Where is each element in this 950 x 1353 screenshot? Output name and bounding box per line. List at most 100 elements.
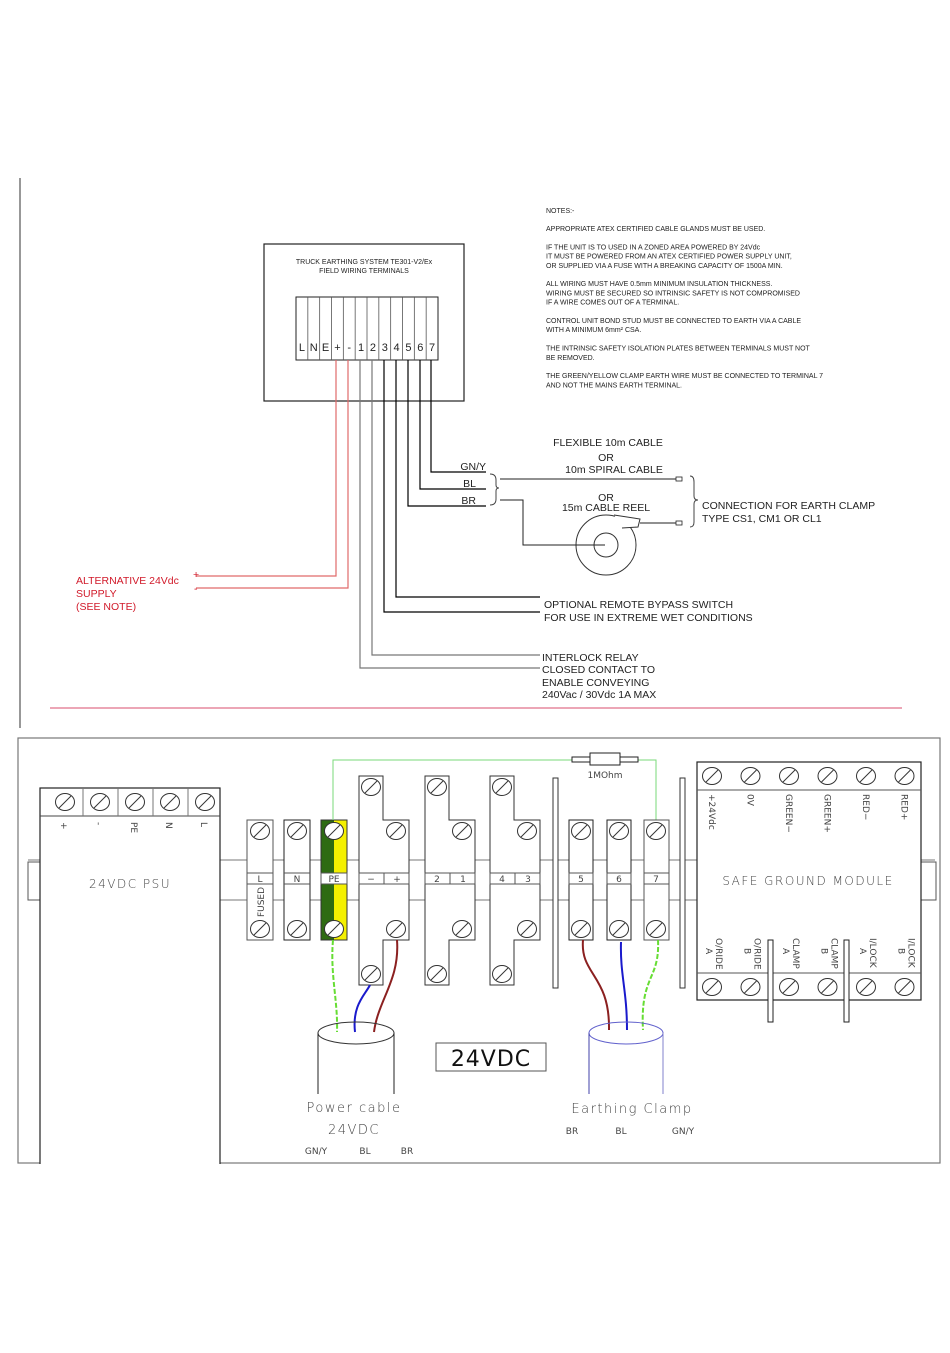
- field-terminal-3: +: [334, 342, 340, 354]
- module-top-label: GREEN+: [822, 794, 832, 833]
- resistor-1mohm: 1MOhm: [571, 752, 639, 781]
- alt-supply-line1: ALTERNATIVE 24Vdc: [76, 575, 179, 587]
- module-bottom-screw: [779, 978, 799, 996]
- clamp-connection-line1: CONNECTION FOR EARTH CLAMP: [702, 500, 875, 512]
- clamp-wire-gny: GN/Y: [672, 1127, 695, 1137]
- field-terminal-0: L: [299, 342, 305, 354]
- terminal-4-label: 4: [499, 875, 505, 885]
- psu-terminal-screw: [160, 793, 180, 811]
- power-cable-wires: [331, 939, 399, 1033]
- psu-terminal-label: L: [198, 822, 208, 827]
- module-top-screw: [702, 767, 722, 785]
- power-cable-label: Power cable: [307, 1101, 402, 1116]
- module-bottom-sublabel: A: [703, 948, 713, 955]
- clamp-connector-1: [675, 476, 683, 482]
- note-line: AND NOT THE MAINS EARTH TERMINAL.: [546, 382, 682, 389]
- cable-option-flexible: FLEXIBLE 10m CABLE: [553, 437, 663, 449]
- module-bottom-sublabel: B: [896, 948, 906, 954]
- module-bottom-screw: [894, 978, 915, 996]
- field-wiring-box: TRUCK EARTHING SYSTEM TE301-V2/Ex FIELD …: [263, 243, 465, 402]
- terminal-pe: PE: [320, 819, 348, 941]
- alt-supply-line3: (SEE NOTE): [76, 601, 136, 613]
- module-bottom-label: O/RIDE: [713, 938, 723, 970]
- terminal-n-label: N: [294, 875, 301, 885]
- cable-option-or-2: OR: [598, 492, 614, 504]
- notes-heading: NOTES:-: [546, 208, 575, 215]
- field-terminal-1: N: [310, 342, 318, 354]
- module-bottom-sublabel: B: [742, 948, 752, 954]
- field-wiring-title: TRUCK EARTHING SYSTEM TE301-V2/Ex: [296, 259, 433, 266]
- terminal-1-label: 1: [460, 875, 466, 885]
- voltage-badge-text: 24VDC: [451, 1047, 531, 1072]
- module-top-label: GREEN−: [783, 794, 793, 833]
- module-top-screw: [817, 767, 838, 785]
- interlock-label-line1: INTERLOCK RELAY: [542, 652, 639, 664]
- field-terminal-5: 1: [358, 342, 364, 354]
- field-terminal-11: 7: [429, 342, 435, 354]
- resistor-label: 1MOhm: [587, 771, 622, 781]
- earthing-clamp-cable-icon: [588, 1021, 664, 1094]
- psu-terminal-label: PE: [128, 822, 138, 833]
- field-wires: [196, 360, 540, 669]
- bypass-label-line1: OPTIONAL REMOTE BYPASS SWITCH: [544, 599, 733, 611]
- module-label: SAFE GROUND MODULE: [722, 874, 893, 888]
- field-terminal-6: 2: [370, 342, 376, 354]
- note-line: IF THE UNIT IS TO USED IN A ZONED AREA P…: [546, 244, 761, 251]
- terminal-l-label: L: [257, 875, 262, 885]
- module-top-screw: [740, 767, 761, 785]
- field-terminal-10: 6: [417, 342, 423, 354]
- power-cable-voltage: 24VDC: [328, 1123, 380, 1138]
- terminal-l-fused: L FUSED: [246, 819, 274, 941]
- terminal-5: 5: [568, 819, 594, 941]
- note-line: IF A WIRE COMES OUT OF A TERMINAL.: [546, 300, 679, 307]
- module-bottom-screw: [702, 978, 722, 996]
- alt-supply-minus: -: [194, 583, 198, 595]
- notes-block: NOTES:- APPROPRIATE ATEX CERTIFIED CABLE…: [546, 208, 823, 389]
- psu-terminal-screw: [195, 793, 215, 811]
- terminal-2-label: 2: [434, 875, 440, 885]
- module-bottom-screw: [856, 978, 876, 996]
- earthing-clamp-wires: [581, 939, 660, 1031]
- psu-label: 24VDC PSU: [89, 877, 171, 891]
- field-terminal-4: -: [347, 342, 351, 354]
- power-cable-wire-br: BR: [401, 1147, 413, 1157]
- psu-unit: + - PE N L 24VDC PSU: [27, 787, 221, 1169]
- psu-terminal-screw: [55, 793, 75, 811]
- field-wiring-subtitle: FIELD WIRING TERMINALS: [319, 268, 409, 275]
- module-bottom-sublabel: A: [780, 948, 790, 955]
- interlock-label-line2: CLOSED CONTACT TO: [542, 664, 655, 676]
- module-bottom-label: CLAMP: [790, 938, 800, 969]
- terminal-pe-label: PE: [328, 875, 339, 885]
- module-top-screw: [894, 767, 915, 785]
- isolation-plate: [679, 777, 686, 989]
- psu-terminal-label: N: [163, 822, 173, 829]
- psu-terminal-label: +: [58, 822, 68, 830]
- clamp-brace: [689, 475, 699, 528]
- note-line: THE INTRINSIC SAFETY ISOLATION PLATES BE…: [546, 346, 811, 353]
- psu-terminal-label: -: [93, 822, 103, 825]
- terminal-3-label: 3: [525, 875, 531, 885]
- cable-option-reel: 15m CABLE REEL: [562, 502, 650, 514]
- module-top-label: RED+: [899, 794, 909, 820]
- note-line: WIRING MUST BE SECURED SO INTRINSIC SAFE…: [546, 290, 800, 297]
- note-line: ALL WIRING MUST HAVE 0.5mm MINIMUM INSUL…: [546, 281, 772, 288]
- module-bottom-label: I/LOCK: [906, 938, 916, 969]
- cable-reel-icon: [523, 514, 676, 576]
- clamp-connection-line2: TYPE CS1, CM1 OR CL1: [702, 513, 822, 525]
- terminal-2-1: 2 1: [424, 775, 476, 986]
- terminal-7: 7: [643, 819, 670, 941]
- cable-option-spiral: 10m SPIRAL CABLE: [565, 464, 663, 476]
- terminal-7-label: 7: [653, 875, 659, 885]
- alt-supply-plus: +: [193, 569, 199, 581]
- cable-option-or-1: OR: [598, 452, 614, 464]
- note-line: WITH A MINIMUM 6mm² CSA.: [546, 327, 641, 334]
- terminal-minus-label: −: [367, 875, 375, 885]
- psu-terminal-screw: [90, 793, 110, 811]
- note-line: THE GREEN/YELLOW CLAMP EARTH WIRE MUST B…: [546, 373, 823, 380]
- bypass-label-line2: FOR USE IN EXTREME WET CONDITIONS: [544, 612, 753, 624]
- interlock-label-line4: 240Vac / 30Vdc 1A MAX: [542, 689, 656, 701]
- terminal-plus-label: +: [393, 875, 401, 885]
- earthing-clamp-label: Earthing Clamp: [571, 1102, 692, 1117]
